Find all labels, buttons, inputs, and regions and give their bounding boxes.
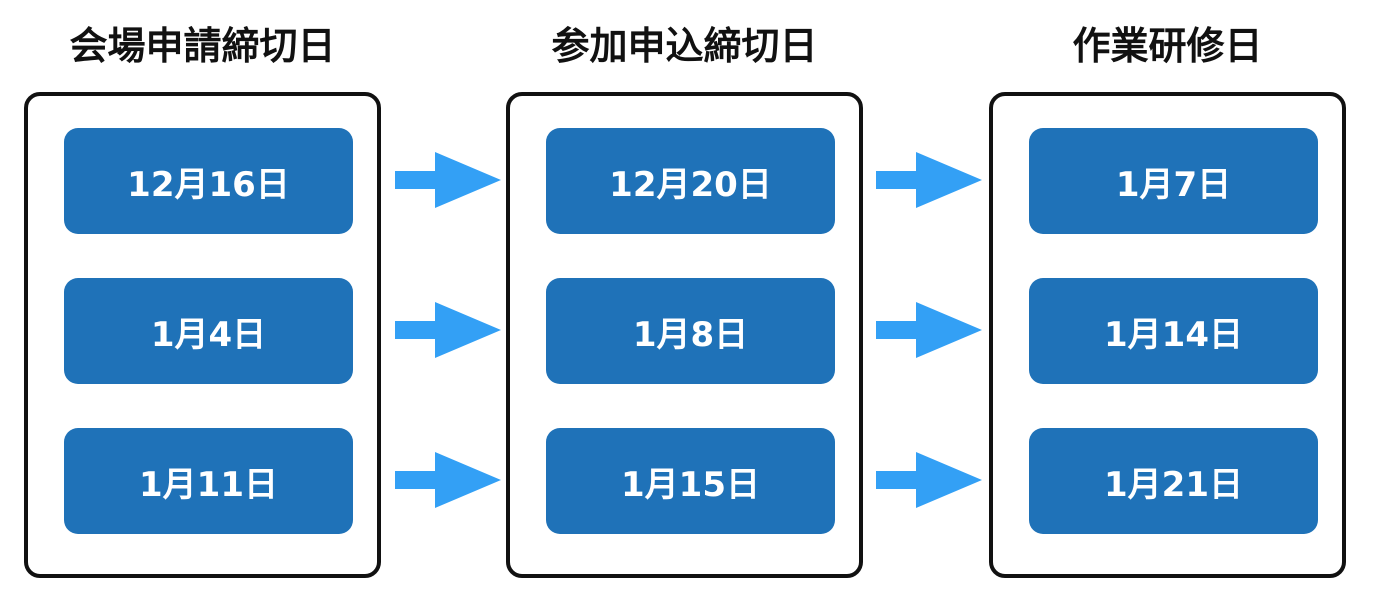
right-arrow-icon [395,302,501,358]
venue-deadline-panel: 12月16日 1月4日 1月11日 [24,92,381,578]
date-box: 1月14日 [1029,278,1318,384]
date-box: 1月11日 [64,428,353,534]
date-box: 1月15日 [546,428,835,534]
training-day-panel: 1月7日 1月14日 1月21日 [989,92,1346,578]
registration-deadline-panel: 12月20日 1月8日 1月15日 [506,92,863,578]
date-box: 1月21日 [1029,428,1318,534]
date-box: 12月16日 [64,128,353,234]
right-arrow-icon [395,452,501,508]
column-title-registration-deadline: 参加申込締切日 [551,24,818,68]
date-box: 1月7日 [1029,128,1318,234]
date-box: 1月4日 [64,278,353,384]
date-box: 1月8日 [546,278,835,384]
column-title-training-day: 作業研修日 [1072,24,1263,68]
right-arrow-icon [876,152,982,208]
right-arrow-icon [876,452,982,508]
date-box: 12月20日 [546,128,835,234]
right-arrow-icon [395,152,501,208]
right-arrow-icon [876,302,982,358]
column-title-venue-deadline: 会場申請締切日 [69,24,336,68]
